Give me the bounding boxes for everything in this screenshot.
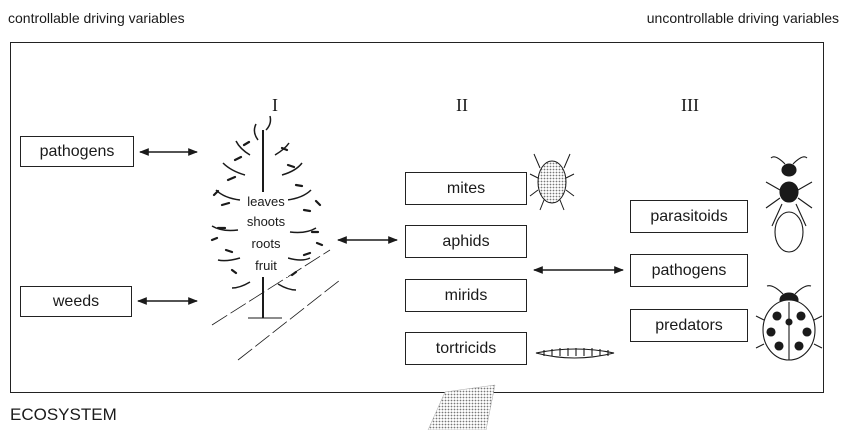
box-mites: mites [405, 172, 527, 205]
level-1-label: I [272, 95, 278, 115]
plant-part-leaves: leaves [247, 194, 285, 209]
box-pathogens-right: pathogens [630, 254, 748, 287]
ecosystem-label: ECOSYSTEM [10, 405, 117, 424]
level-2-label: II [456, 95, 468, 115]
plant-part-shoots: shoots [246, 214, 286, 229]
mite-icon [529, 153, 575, 211]
hatched-shape [427, 384, 496, 430]
header-uncontrollable: uncontrollable driving variables [646, 10, 839, 26]
plant-part-roots: roots [251, 236, 281, 251]
wasp-icon [765, 156, 813, 253]
box-weeds: weeds [20, 286, 132, 317]
box-aphids: aphids [405, 225, 527, 258]
box-tortricids: tortricids [405, 332, 527, 365]
box-pathogens-left: pathogens [20, 136, 134, 167]
header-controllable: controllable driving variables [8, 10, 185, 26]
box-predators: predators [630, 309, 748, 342]
ladybird-icon [755, 285, 823, 361]
box-parasitoids: parasitoids [630, 200, 748, 233]
plant-part-fruit: fruit [255, 258, 277, 273]
level-3-label: III [681, 95, 699, 115]
box-mirids: mirids [405, 279, 527, 312]
ecosystem-frame [10, 42, 824, 393]
caterpillar-icon [535, 348, 615, 359]
